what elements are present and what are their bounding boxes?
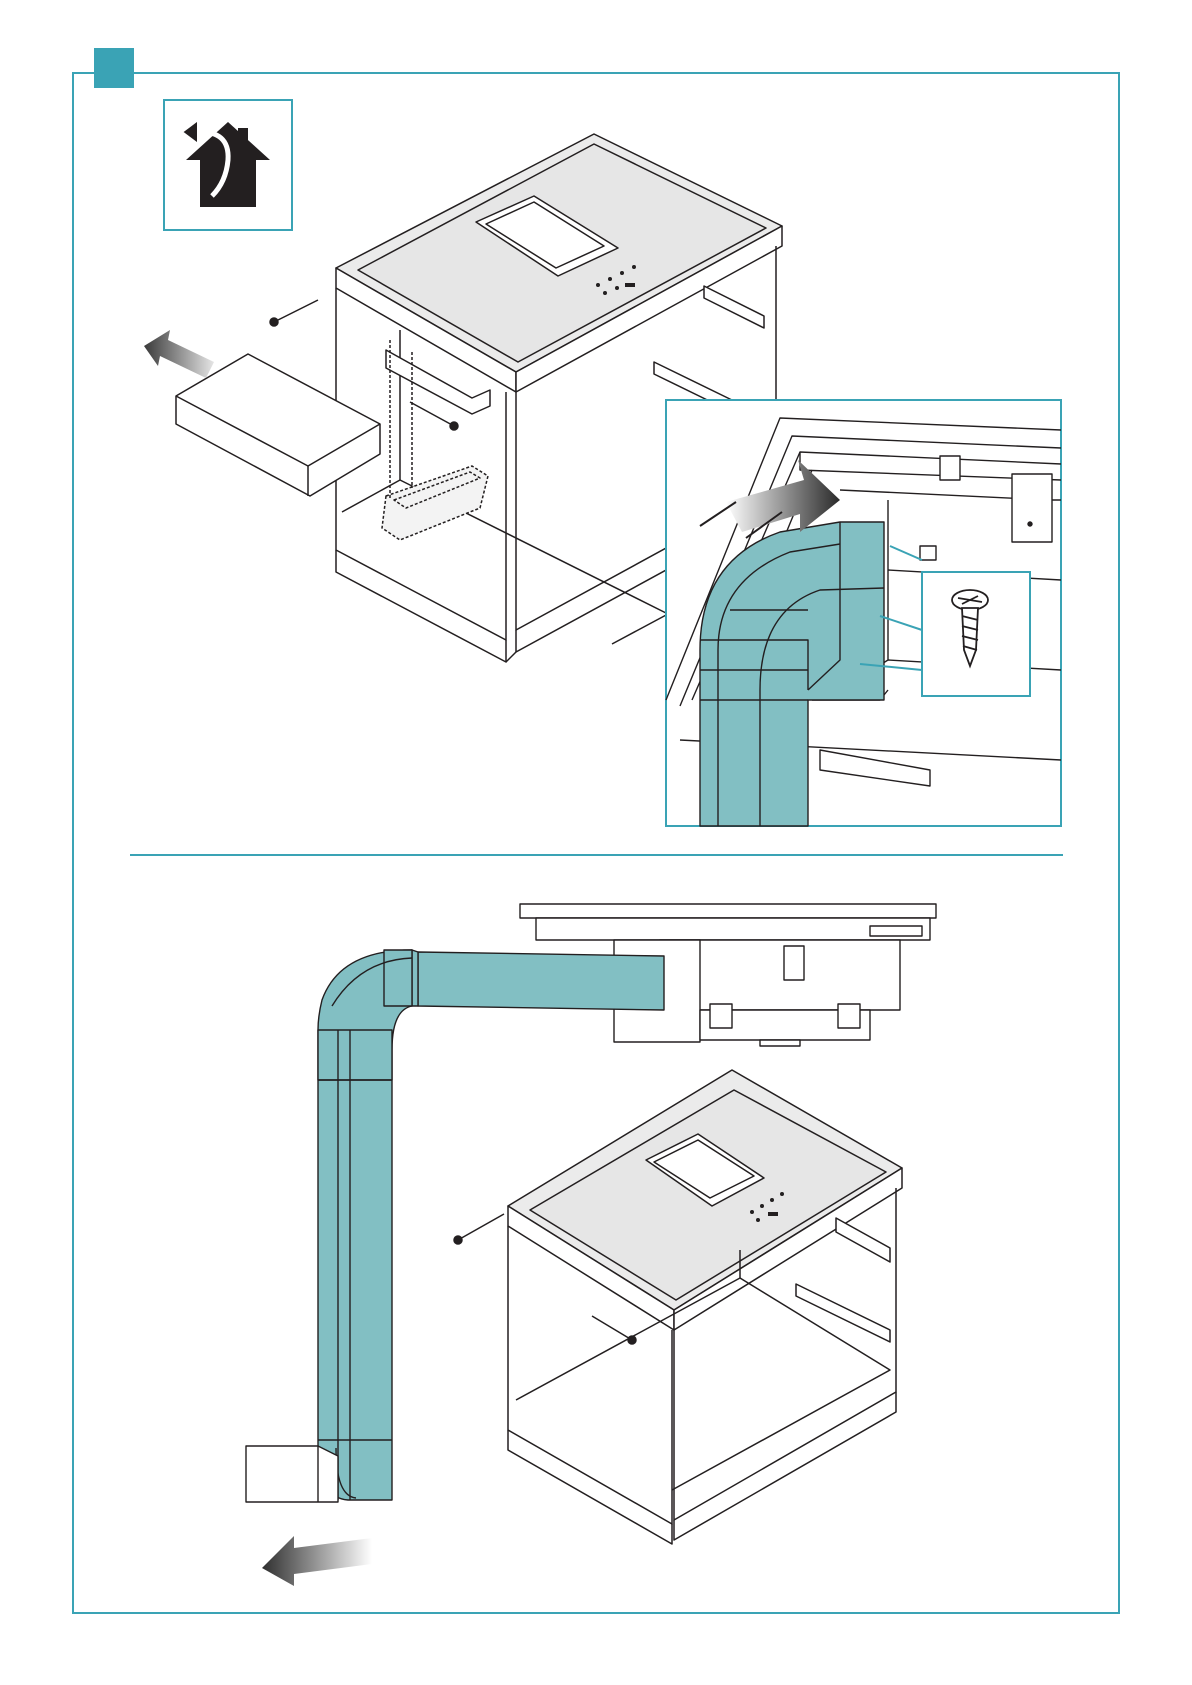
airflow-arrow-icon [262,1536,372,1586]
step-number [94,48,134,88]
airflow-arrow-icon [144,330,214,378]
detail-panel [666,400,1061,826]
bottom-cabinet-illustration [454,1070,902,1544]
house-recirculation-icon [164,100,292,230]
